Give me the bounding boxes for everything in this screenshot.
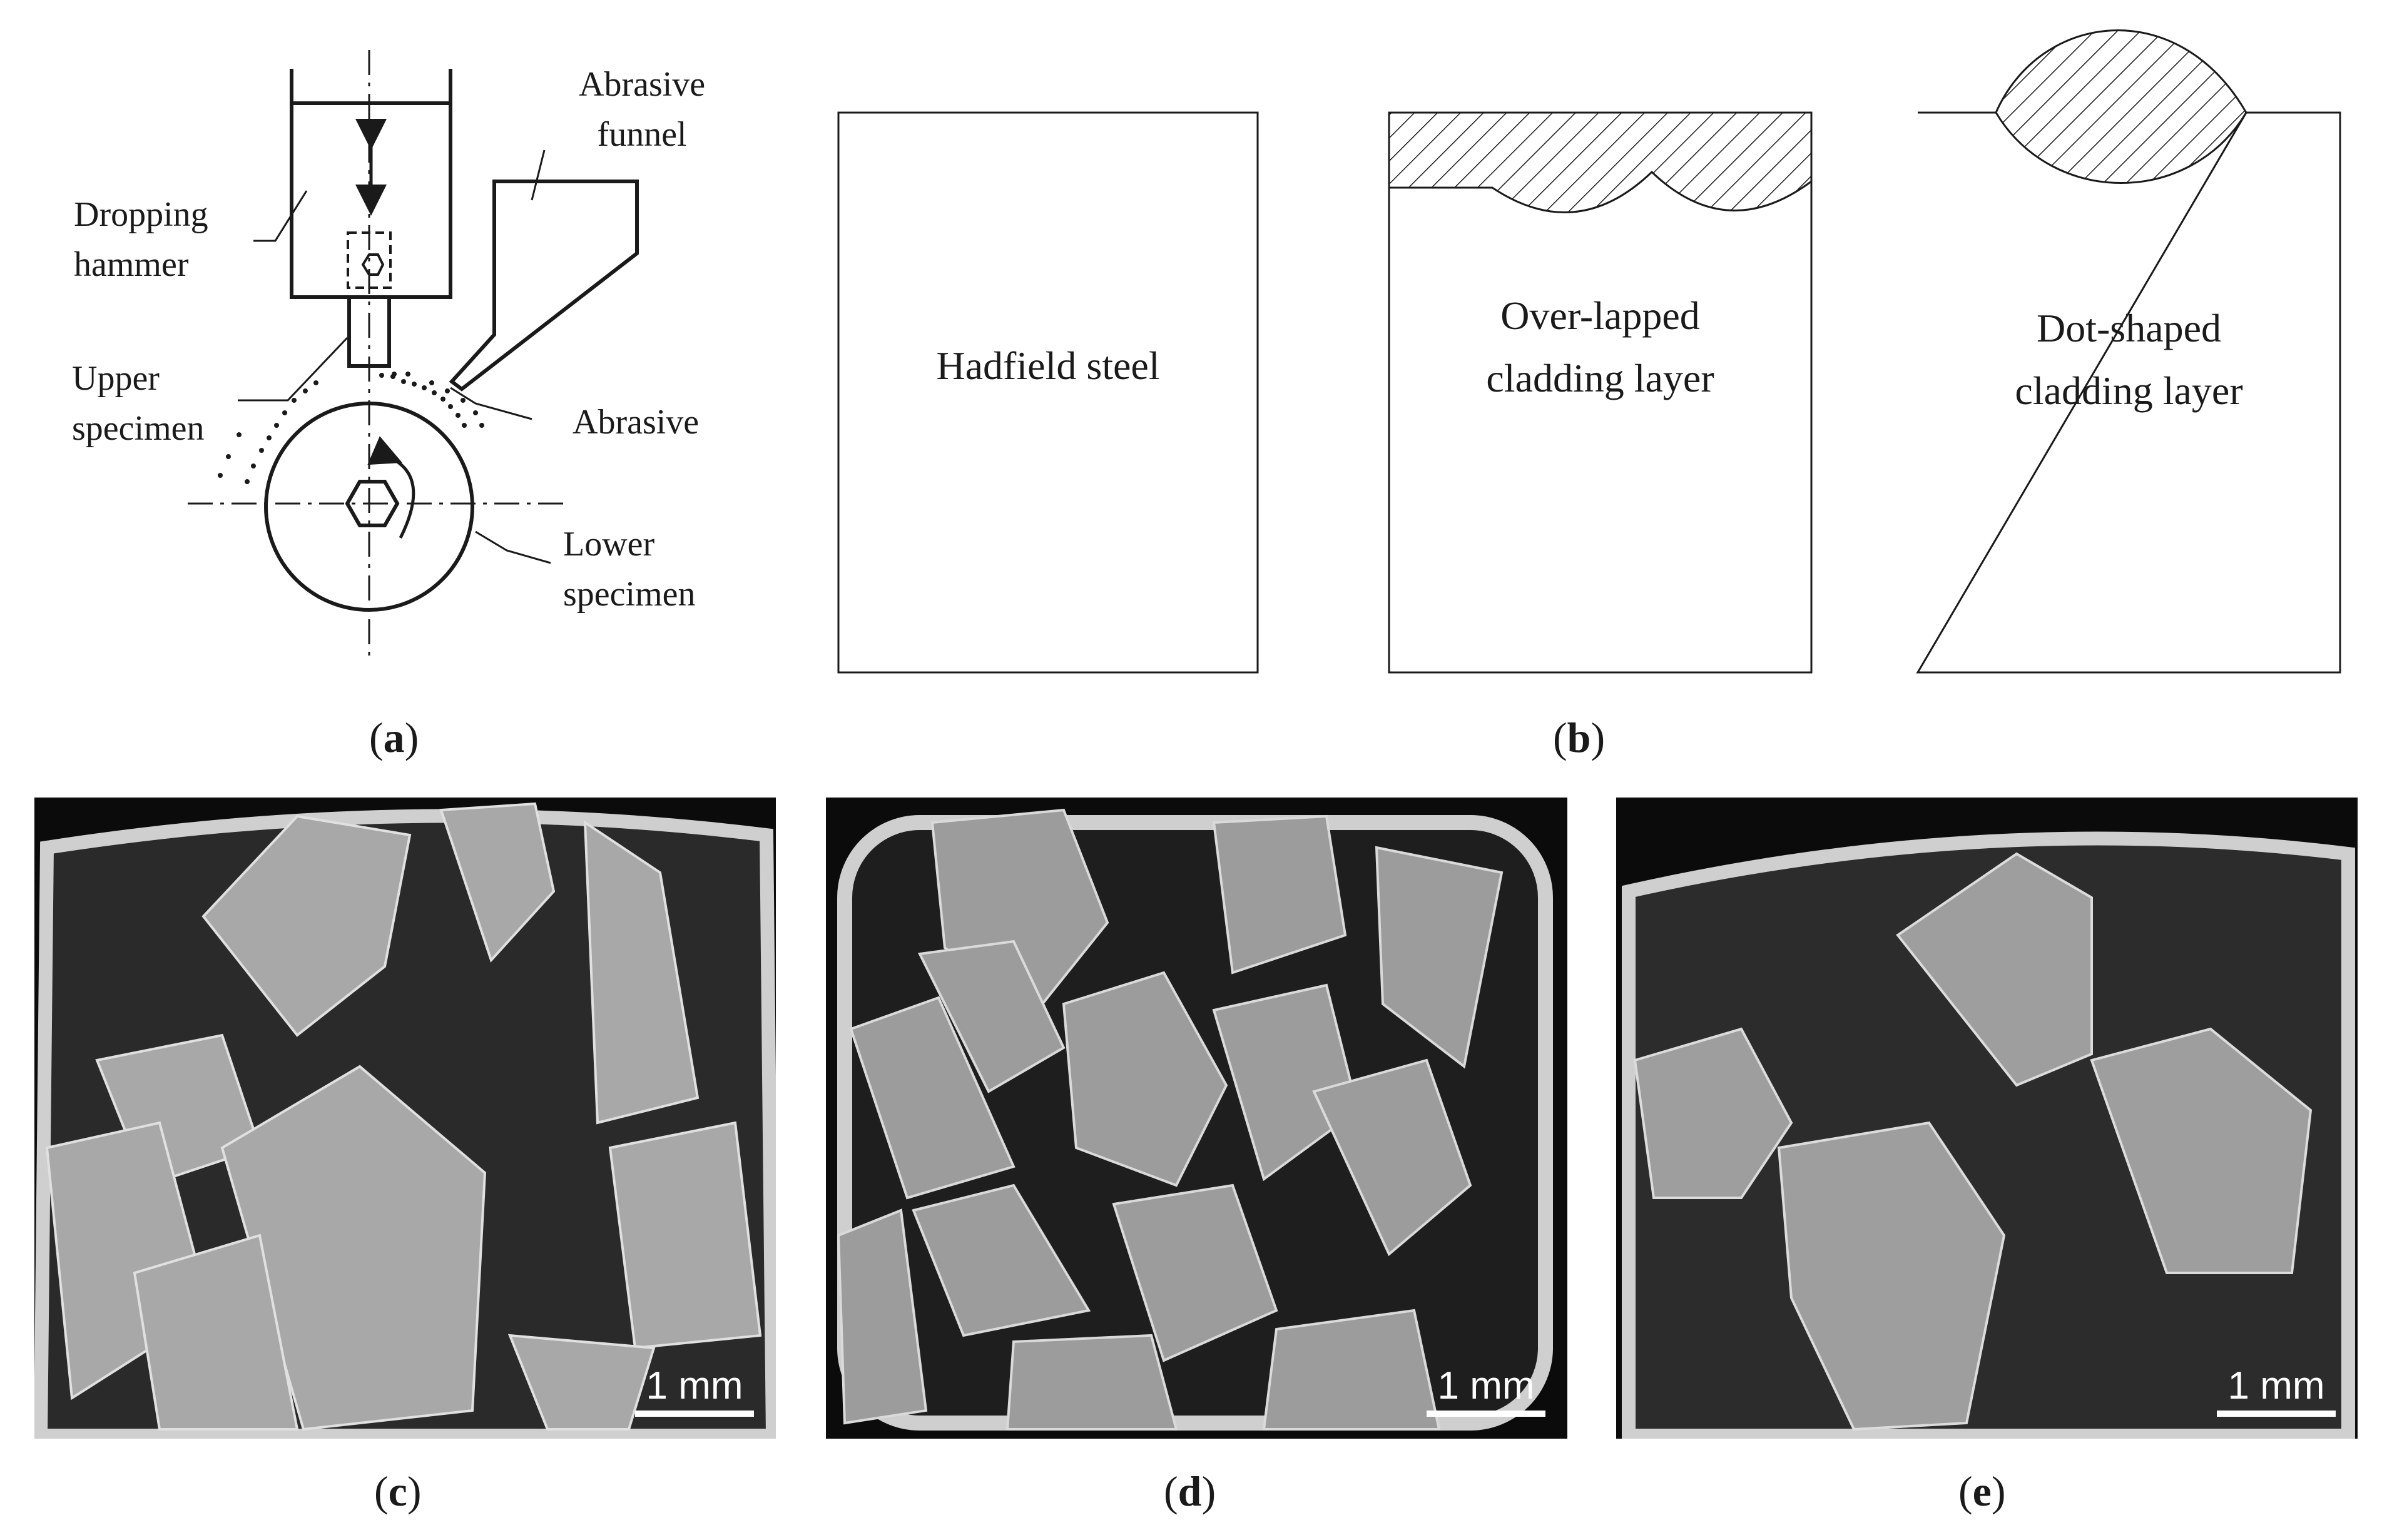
rotation-arrow xyxy=(367,436,415,539)
abrasive-funnel xyxy=(449,180,639,392)
specimen-types-diagram xyxy=(837,29,2341,674)
sem-image-d: 1 mm xyxy=(826,798,1567,1439)
box-text-over-lapped: Over-lapped cladding layer xyxy=(1486,293,1714,400)
abrasive-particles-image-e xyxy=(1622,831,2355,1439)
box-text-hadfield: Hadfield steel xyxy=(936,343,1160,388)
test-rig-schematic xyxy=(188,50,639,663)
lower-specimen-wheel xyxy=(264,402,474,612)
scale-bar-c: 1 mm xyxy=(635,1364,754,1417)
dot-shaped-box xyxy=(1916,111,2341,674)
box-text-dot-shaped: Dot-shaped cladding layer xyxy=(2015,306,2243,413)
abrasive-funnel-label: Abrasive funnel xyxy=(579,65,706,154)
dot-shaped-cladding-layer xyxy=(1995,29,2247,184)
upper-specimen xyxy=(347,295,391,368)
caption-d: (d) xyxy=(1164,1467,1216,1515)
abrasive-particles xyxy=(218,372,484,484)
sem-image-e: 1 mm xyxy=(1616,798,2358,1439)
lower-specimen-label: Lower specimen xyxy=(563,525,696,614)
caption-e: (e) xyxy=(1958,1467,2006,1515)
hammer-pin xyxy=(347,231,392,289)
hadfield-steel-box xyxy=(837,111,1259,674)
scale-bar-d: 1 mm xyxy=(1427,1364,1545,1417)
caption-c: (c) xyxy=(374,1467,422,1515)
over-lapped-box xyxy=(1388,111,1813,674)
scale-bar-e: 1 mm xyxy=(2217,1364,2336,1417)
caption-a: (a) xyxy=(369,714,419,761)
sem-image-c: 1 mm xyxy=(34,798,776,1439)
caption-b: (b) xyxy=(1553,714,1606,761)
wheel-hub xyxy=(345,480,400,527)
over-lapped-cladding-layer xyxy=(1388,111,1813,214)
abrasive-particles-image-c xyxy=(34,802,776,1439)
abrasive-label: Abrasive xyxy=(573,403,700,442)
abrasive-particles-image-d xyxy=(837,808,1553,1431)
upper-specimen-label: Upper specimen xyxy=(72,359,205,448)
dropping-hammer-label: Dropping hammer xyxy=(74,195,208,284)
